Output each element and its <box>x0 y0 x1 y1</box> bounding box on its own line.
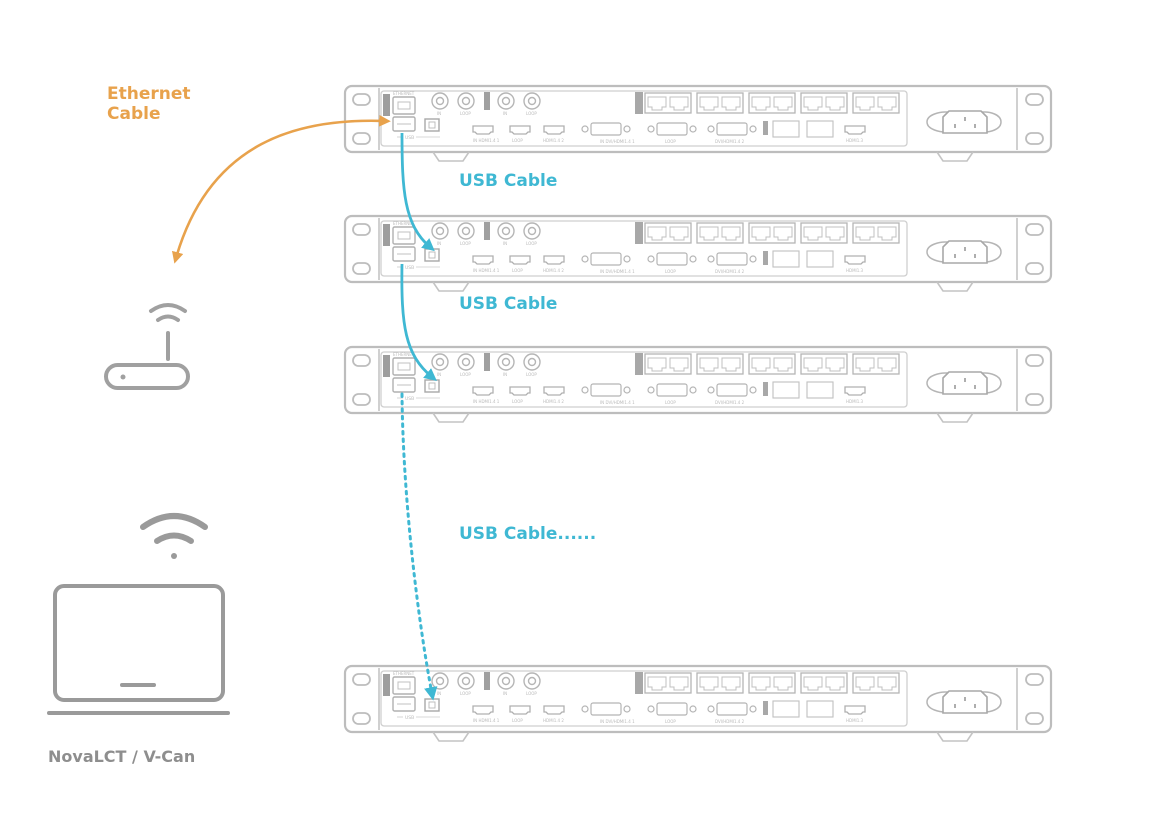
usb-cable-1 <box>400 132 435 252</box>
usb-cable-2 <box>400 263 437 381</box>
ethernet-label-line1: Ethernet <box>107 84 191 104</box>
usb-cable-3-dotted <box>400 392 438 701</box>
wifi-router-icon <box>104 303 190 390</box>
software-label: NovaLCT / V-Can <box>48 747 196 766</box>
device-n <box>343 664 1053 743</box>
wifi-icon <box>140 513 208 559</box>
usb-cable-label-3: USB Cable...... <box>459 524 597 544</box>
usb-cable-label-2: USB Cable <box>459 294 558 314</box>
device-1 <box>343 84 1053 163</box>
device-3 <box>343 345 1053 424</box>
ethernet-cable-label: Ethernet Cable <box>107 84 191 124</box>
ethernet-label-line2: Cable <box>107 104 161 124</box>
usb-cable-label-1: USB Cable <box>459 171 558 191</box>
ethernet-cable <box>172 114 391 264</box>
device-2 <box>343 214 1053 293</box>
laptop-icon <box>47 584 230 715</box>
